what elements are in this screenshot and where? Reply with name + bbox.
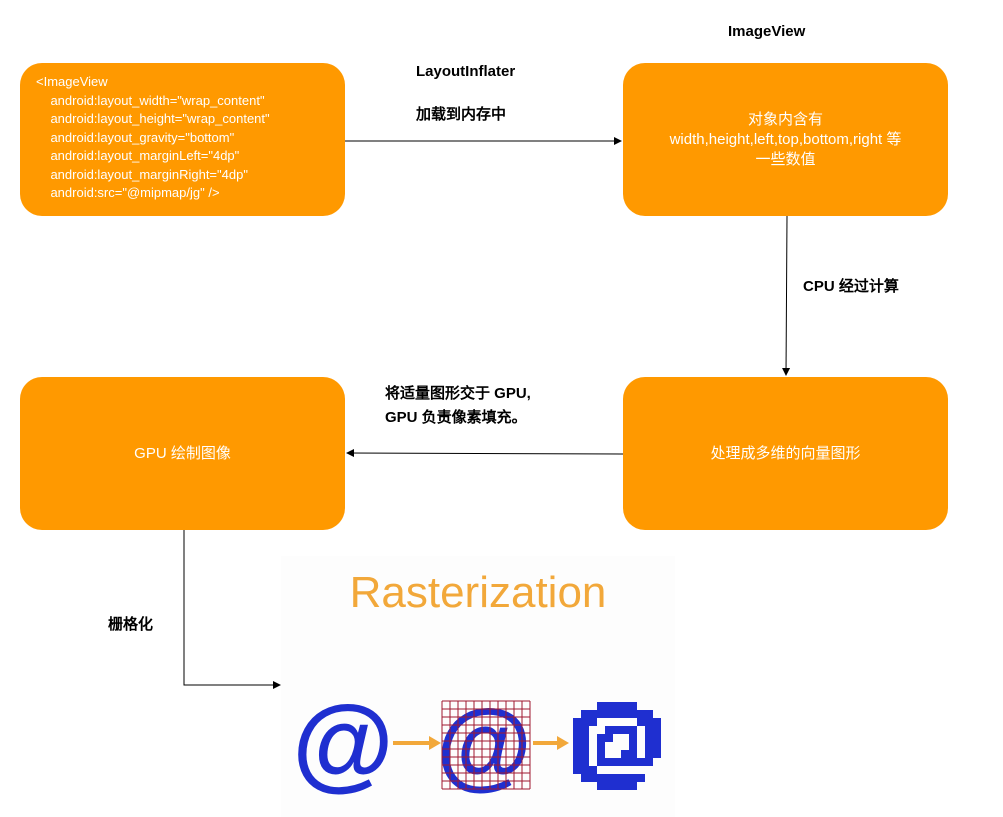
gpu-box-text: GPU 绘制图像 [134, 444, 231, 462]
pixel-grid-overlay [441, 700, 531, 790]
cpu-compute-label: CPU 经过计算 [803, 278, 899, 295]
xml-line: <ImageView [36, 74, 108, 89]
gpu-handoff-label: 将适量图形交于 GPU, [385, 385, 531, 402]
rasterize-label: 栅格化 [108, 616, 154, 633]
inflater-label: LayoutInflater [416, 63, 516, 80]
rasterization-graphic: @ @ [292, 685, 661, 801]
vector-at-symbol: @ [292, 685, 393, 801]
imageview-object-box: 对象内含有 width,height,left,top,bottom,right… [623, 63, 948, 216]
load-memory-label: 加载到内存中 [416, 106, 507, 123]
gpu-draw-box: GPU 绘制图像 [20, 377, 345, 530]
xml-line: android:layout_marginRight="4dp" [36, 166, 248, 182]
rasterization-title: Rasterization [349, 568, 607, 617]
rasterization-illustration: Rasterization @ @ [281, 556, 675, 817]
xml-code-box: <ImageView android:layout_width="wrap_co… [20, 63, 345, 216]
orange-arrow-icon [393, 736, 441, 750]
xml-line: android:layout_width="wrap_content" [36, 92, 265, 108]
pixelated-at-icon [573, 702, 661, 790]
object-box-line: 一些数值 [755, 150, 816, 168]
gpu-fill-label: GPU 负责像素填充。 [385, 409, 527, 426]
imageview-label: ImageView [728, 23, 806, 40]
vector-graphics-box: 处理成多维的向量图形 [623, 377, 948, 530]
xml-line: android:src="@mipmap/jg" /> [36, 185, 220, 200]
object-box-line: 对象内含有 [747, 110, 823, 128]
arrow-gpu-to-raster [183, 530, 281, 689]
xml-line: android:layout_marginLeft="4dp" [36, 148, 240, 163]
arrow-vector-to-gpu [346, 449, 624, 458]
vector-box-text: 处理成多维的向量图形 [710, 444, 861, 462]
arrow-object-to-vector [782, 215, 791, 376]
xml-line: android:layout_height="wrap_content" [36, 111, 270, 126]
object-box-line: width,height,left,top,bottom,right 等 [669, 130, 902, 148]
orange-arrow-icon [533, 736, 569, 750]
gridded-at-symbol: @ [436, 689, 532, 799]
xml-line: android:layout_gravity="bottom" [36, 129, 235, 145]
